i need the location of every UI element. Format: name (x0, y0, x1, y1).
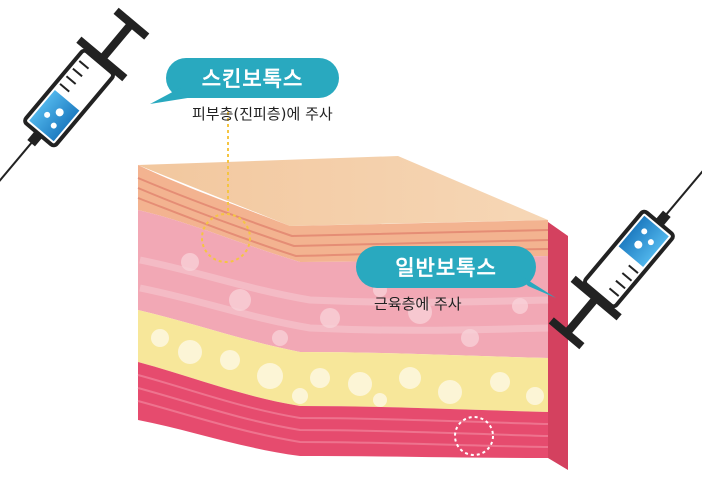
syringe-fluid (29, 90, 80, 142)
syringe-bubbles (44, 108, 64, 129)
general-botox-label: 일반보톡스 (395, 256, 497, 280)
syringe-barrel (583, 209, 675, 309)
general-botox-target-circle (454, 416, 494, 456)
syringe-marks (608, 264, 639, 297)
syringe-bubbles (634, 228, 654, 249)
general-botox-bubble-shape (356, 246, 556, 298)
skin-botox-target-circle (201, 213, 251, 263)
syringe-plunger-cap (548, 317, 585, 350)
muscle-layer (138, 362, 548, 458)
muscle-stripes (137, 374, 549, 448)
skin-botox-syringe (0, 7, 150, 255)
fat-dots (151, 329, 544, 407)
skin-botox-description: 피부층(진피층)에 주사 (192, 105, 333, 123)
skin-botox-needle (0, 141, 33, 255)
syringe-fluid (618, 215, 669, 267)
general-botox-needle (665, 89, 702, 216)
skin-block-right-face (548, 222, 568, 470)
syringe-plunger-rod (564, 297, 598, 335)
syringe-flange (570, 275, 622, 321)
dermis-layer (138, 210, 548, 358)
syringe-barrel (23, 48, 115, 148)
general-botox-syringe (548, 89, 702, 350)
skin-botox-label: 스킨보톡스 (201, 67, 304, 91)
dermis-dots (181, 253, 528, 347)
general-botox-description: 근육층에 주사 (374, 295, 462, 313)
syringe-flange (76, 36, 128, 82)
dermis-wave-lines (139, 256, 549, 334)
skin-block (137, 156, 568, 470)
skin-botox-bubble-shape (150, 58, 339, 104)
skin-block-top-face (138, 156, 548, 226)
syringe-plunger-rod (100, 22, 134, 60)
syringe-plunger-cap (113, 7, 150, 40)
syringe-marks (59, 60, 90, 93)
